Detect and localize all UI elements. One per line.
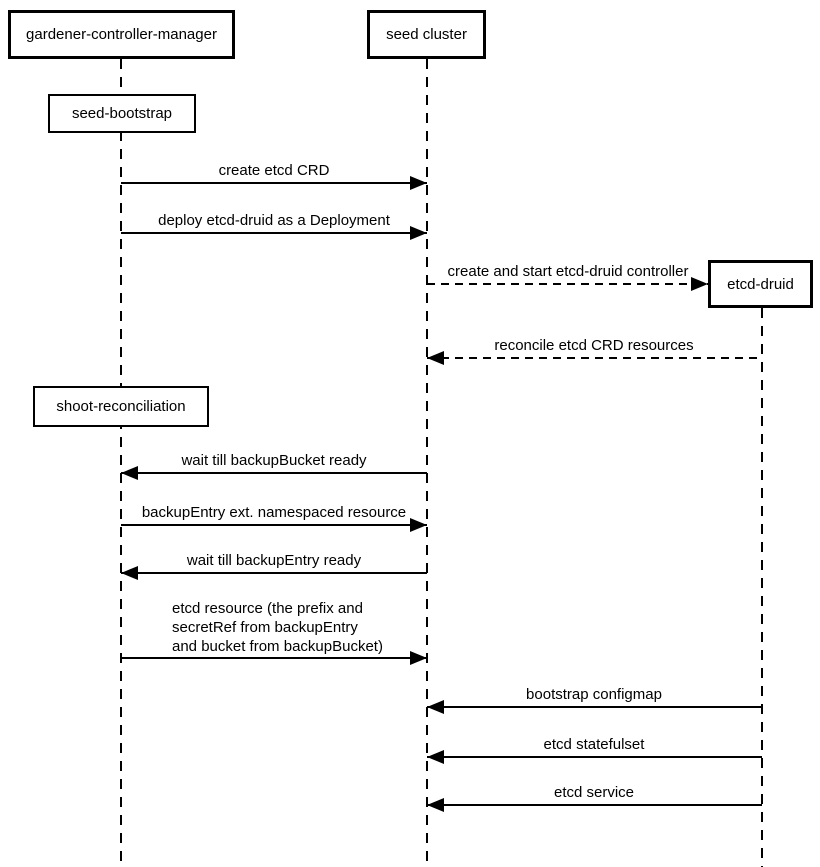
message-label-create-etcd-crd: create etcd CRD [218,162,330,179]
activation-shoot-reconciliation: shoot-reconciliation [33,386,209,427]
actor-label: gardener-controller-manager [26,26,217,43]
arrowhead-right-icon [410,651,427,665]
message-label-backupentry-resource: backupEntry ext. namespaced resource [141,504,407,521]
message-line [427,706,762,708]
activation-label: seed-bootstrap [71,105,173,122]
arrowhead-right-icon [410,226,427,240]
actor-label: seed cluster [386,26,467,43]
lifeline-seed-cluster [426,59,428,867]
arrowhead-right-icon [410,176,427,190]
arrowhead-left-icon [427,700,444,714]
message-line [121,472,427,474]
message-line [121,232,427,234]
message-line [121,524,427,526]
arrowhead-right-icon [691,277,708,291]
message-label-create-start-controller: create and start etcd-druid controller [447,263,689,280]
arrowhead-right-icon [410,518,427,532]
message-label-wait-backupbucket: wait till backupBucket ready [181,452,367,469]
lifeline-gardener-controller-manager [120,59,122,867]
activation-seed-bootstrap: seed-bootstrap [48,94,196,133]
message-label-wait-backupentry: wait till backupEntry ready [186,552,362,569]
message-label-bootstrap-configmap: bootstrap configmap [526,686,662,703]
message-line [427,756,762,758]
lifeline-etcd-druid [761,308,763,867]
message-line [121,182,427,184]
arrowhead-left-icon [121,466,138,480]
message-label-etcd-statefulset: etcd statefulset [543,736,645,753]
message-label-reconcile-etcd-crd: reconcile etcd CRD resources [494,337,694,354]
message-line [121,572,427,574]
activation-label: shoot-reconciliation [56,398,186,415]
message-line [427,357,762,359]
arrowhead-left-icon [427,351,444,365]
message-label-etcd-resource: etcd resource (the prefix and secretRef … [172,600,383,655]
message-line [427,804,762,806]
message-label-etcd-service: etcd service [553,784,635,801]
message-line [427,283,708,285]
actor-label: etcd-druid [727,275,794,293]
arrowhead-left-icon [121,566,138,580]
arrowhead-left-icon [427,798,444,812]
message-line [121,657,427,659]
message-label-deploy-etcd-druid: deploy etcd-druid as a Deployment [158,212,390,229]
actor-seed-cluster: seed cluster [367,10,486,59]
arrowhead-left-icon [427,750,444,764]
actor-etcd-druid: etcd-druid [708,260,813,308]
actor-gardener-controller-manager: gardener-controller-manager [8,10,235,59]
